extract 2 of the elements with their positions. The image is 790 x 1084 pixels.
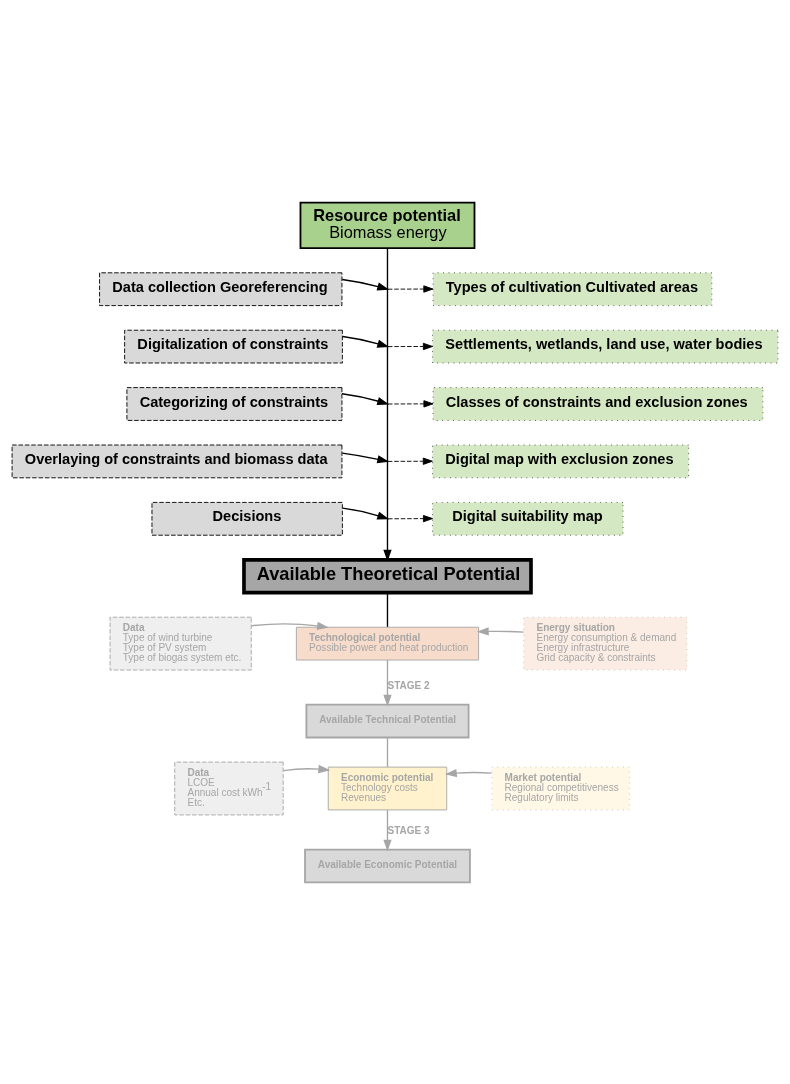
edge-label: STAGE 3 <box>387 824 430 836</box>
edge-label: STAGE 2 <box>387 679 430 691</box>
